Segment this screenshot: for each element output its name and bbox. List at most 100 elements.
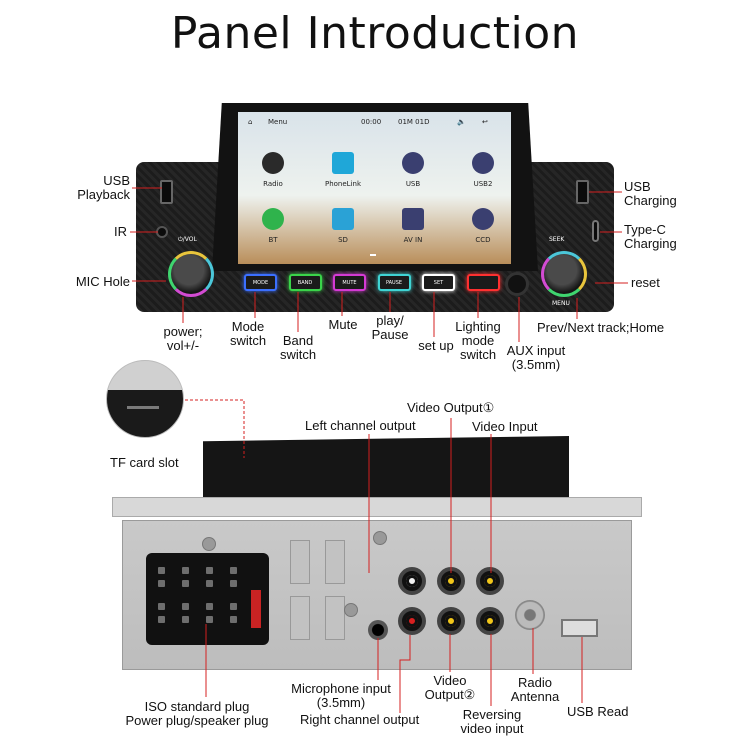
app-label: USB	[405, 180, 421, 188]
iso-pin	[230, 580, 237, 587]
typec-port[interactable]	[592, 220, 599, 242]
bracket	[290, 540, 310, 584]
radio-icon	[262, 152, 284, 174]
app-label: USB2	[473, 180, 493, 188]
iso-pin	[158, 616, 165, 623]
right-channel-label: Right channel output	[300, 712, 420, 727]
iso-pin	[158, 567, 165, 574]
iso-pin	[182, 580, 189, 587]
reset-label: reset	[631, 275, 660, 290]
rca-yellow	[445, 615, 457, 627]
app-label: CCD	[475, 236, 491, 244]
app-radio[interactable]: Radio	[248, 152, 298, 188]
setup-label: set up	[418, 338, 454, 353]
aux-label: AUX input(3.5mm)	[506, 343, 566, 372]
button-band[interactable]: BAND	[288, 274, 322, 291]
rca-left-channel[interactable]	[398, 567, 426, 595]
rca-yellow	[484, 575, 496, 587]
camera-icon	[472, 208, 494, 230]
app-bt[interactable]: BT	[248, 208, 298, 244]
iso-pin	[230, 616, 237, 623]
button-pause[interactable]: PAUSE	[377, 274, 411, 291]
app-label: BT	[268, 236, 278, 244]
rear-chassis-top	[203, 436, 569, 501]
mic-jack[interactable]	[368, 620, 388, 640]
av-in-icon	[402, 208, 424, 230]
app-phonelink[interactable]: PhoneLink	[318, 152, 368, 188]
app-sd[interactable]: SD	[318, 208, 368, 244]
rca-red	[406, 615, 418, 627]
bracket	[325, 540, 345, 584]
rca-white	[406, 575, 418, 587]
usb-read-port[interactable]	[561, 619, 598, 637]
sd-card-icon	[332, 208, 354, 230]
video-output-1-label: Video Output①	[407, 400, 495, 415]
bracket	[290, 596, 310, 640]
rca-video-output-2[interactable]	[437, 607, 465, 635]
iso-pin	[182, 616, 189, 623]
phonelink-icon	[332, 152, 354, 174]
app-label: SD	[338, 236, 348, 244]
seek-knob[interactable]	[541, 251, 587, 297]
aux-jack[interactable]	[505, 272, 529, 296]
button-mode[interactable]: MODE	[244, 274, 277, 291]
app-av-in[interactable]: AV IN	[388, 208, 438, 244]
screw	[344, 603, 358, 617]
home-icon[interactable]: ⌂	[248, 118, 253, 126]
video-input-label: Video Input	[472, 419, 538, 434]
iso-pin	[158, 603, 165, 610]
usb-read-label: USB Read	[567, 704, 629, 719]
volume-knob[interactable]	[168, 251, 214, 297]
menu-label[interactable]: Menu	[268, 118, 288, 126]
rca-video-output-1[interactable]	[437, 567, 465, 595]
ir-label: IR	[114, 224, 127, 239]
status-bar: ⌂ Menu 00:00 01M 01D 🔈 ↩	[238, 112, 511, 132]
iso-pin	[206, 580, 213, 587]
rca-reversing-input[interactable]	[476, 607, 504, 635]
button-set[interactable]: SET	[422, 274, 455, 291]
bracket	[325, 596, 345, 640]
app-ccd[interactable]: CCD	[458, 208, 508, 244]
rear-edge	[112, 497, 642, 517]
app-label: PhoneLink	[324, 180, 362, 188]
radio-antenna-socket[interactable]	[515, 600, 545, 630]
iso-pin	[158, 580, 165, 587]
prev-next-label: Prev/Next track;Home	[537, 320, 665, 335]
clock: 00:00	[361, 118, 382, 126]
button-lighting[interactable]	[466, 274, 500, 291]
screw	[373, 531, 387, 545]
rca-video-input[interactable]	[476, 567, 504, 595]
power-label: power;vol+/-	[163, 324, 203, 353]
iso-fuse	[251, 590, 261, 628]
app-label: AV IN	[403, 236, 423, 244]
home-indicator	[370, 254, 376, 256]
app-usb[interactable]: USB	[388, 152, 438, 188]
iso-plug-socket[interactable]	[146, 553, 269, 645]
rca-yellow	[484, 615, 496, 627]
app-usb2[interactable]: USB2	[458, 152, 508, 188]
usb2-icon	[472, 152, 494, 174]
rca-right-channel[interactable]	[398, 607, 426, 635]
mic-hole-label: MIC Hole	[75, 274, 130, 289]
usb-playback-port[interactable]	[160, 180, 173, 204]
rca-yellow	[445, 575, 457, 587]
button-mute[interactable]: MUTE	[333, 274, 366, 291]
back-icon[interactable]: ↩	[482, 118, 488, 126]
tf-card-slot[interactable]	[127, 406, 159, 409]
play-label: play/Pause	[371, 313, 409, 342]
volume-icon[interactable]: 🔈	[457, 118, 466, 126]
ir-sensor	[156, 226, 168, 238]
iso-pin	[182, 567, 189, 574]
vol-knob-label: ⏻/VOL	[178, 236, 197, 243]
usb-charging-port[interactable]	[576, 180, 589, 204]
page-title: Panel Introduction	[170, 8, 580, 59]
